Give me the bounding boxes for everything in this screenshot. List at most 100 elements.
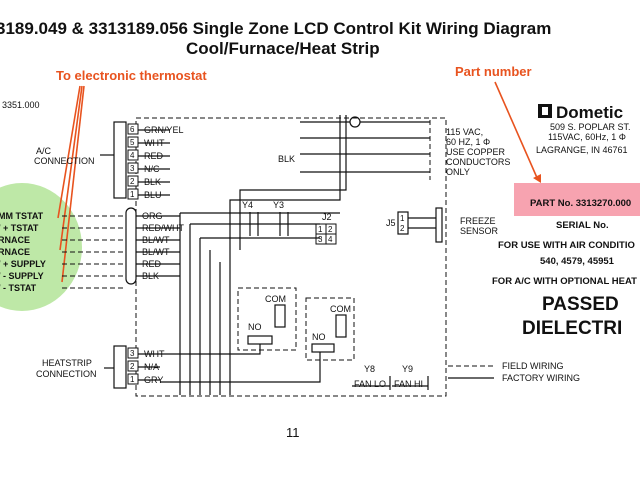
thermostat-wire-color: ORG (142, 211, 163, 221)
address-line-2: 115VAC, 60Hz, 1 Φ (548, 132, 626, 142)
heatstrip-pin-number: 1 (130, 375, 135, 384)
address-line-3: LAGRANGE, IN 46761 (536, 145, 628, 155)
page-number: 11 (286, 425, 300, 440)
relay-y8-label: Y8 (364, 364, 375, 374)
thermostat-arrow-3 (61, 85, 85, 283)
diagram-title: 3189.049 & 3313189.056 Single Zone LCD C… (0, 19, 551, 38)
dometic-logo (538, 104, 552, 118)
relay-y9-label: Y9 (402, 364, 413, 374)
relay-y3-label: Y3 (273, 200, 284, 210)
freeze-sensor-label: FREEZE (460, 216, 496, 226)
j5-connector (397, 211, 409, 235)
ac-pin-number: 1 (130, 190, 135, 199)
ac-wire-color: GRN/YEL (144, 125, 184, 135)
freeze-sensor-wires (408, 217, 436, 229)
ac-pin-number: 4 (130, 151, 135, 160)
power-wires (300, 137, 430, 173)
ac-wire-color: WHT (144, 138, 165, 148)
fan-lo-contact (352, 376, 391, 390)
ac-wire-color: BLK (144, 177, 161, 187)
heatstrip-pin-box (127, 347, 139, 359)
heatstrip-wire-color: GRY (144, 375, 163, 385)
fan-hi-contact (392, 376, 429, 390)
address-line-1: 509 S. POPLAR ST. (550, 122, 631, 132)
thermostat-arrow-2 (59, 85, 83, 251)
thermostat-wire-color: BL/WT (142, 235, 170, 245)
thermostat-highlight (0, 183, 82, 311)
j2-pin-box (325, 233, 337, 245)
legend-factory-wiring: FACTORY WIRING (502, 373, 580, 383)
part-number-arrow-head (533, 174, 541, 183)
ac-connector-body (113, 121, 127, 199)
thermostat-terminal-label: RNACE (0, 235, 30, 245)
fan-hi-label: FAN HI (394, 379, 423, 389)
power-line-5: ONLY (446, 167, 470, 177)
heatstrip-connector-body (113, 345, 127, 389)
heatstrip-pin-box (127, 360, 139, 372)
thermostat-terminal-label: RNACE (0, 247, 30, 257)
serial-number-label: SERIAL No. (556, 220, 609, 231)
power-blk-label: BLK (278, 154, 295, 164)
heatstrip-pin-box (127, 373, 139, 385)
use-with-line-2: 540, 4579, 45951 (540, 256, 615, 267)
relay-right-contact (311, 343, 335, 353)
ac-connection-label-2: CONNECTION (34, 156, 95, 166)
freeze-sensor-label-2: SENSOR (460, 226, 499, 236)
thermostat-terminal-label: / + TSTAT (0, 223, 39, 233)
j2-label: J2 (322, 212, 332, 222)
relay-right-no: NO (312, 332, 326, 342)
dielectric-label: DIELECTRI (522, 318, 622, 339)
power-line-4: CONDUCTORS (446, 157, 510, 167)
thermostat-connector-body (125, 207, 137, 285)
thermostat-annotation: To electronic thermostat (56, 68, 207, 83)
ac-wire-color: N/C (144, 164, 160, 174)
part-number-annotation: Part number (455, 64, 532, 79)
internal-wire-a (229, 115, 341, 395)
freeze-sensor-probe (435, 207, 443, 243)
internal-wire-b (239, 115, 347, 250)
heatstrip-label-2: CONNECTION (36, 369, 97, 379)
power-line-2: 60 HZ, 1 Φ (446, 137, 490, 147)
heatstrip-pin-number: 2 (130, 362, 135, 371)
diagram-subtitle: Cool/Furnace/Heat Strip (186, 39, 380, 58)
ac-pin-number: 2 (130, 177, 135, 186)
relay-box-left (237, 287, 297, 351)
heatstrip-internal-wires (160, 344, 321, 383)
part-number-arrow (494, 81, 539, 181)
ac-pin-number: 3 (130, 164, 135, 173)
j5-label: J5 (386, 218, 396, 228)
thermostat-terminal-label: / - SUPPLY (0, 271, 44, 281)
fan-lo-label: FAN LO (354, 379, 386, 389)
ac-wire-color: BLU (144, 190, 162, 200)
relay-box-right (305, 297, 355, 361)
power-line-1: 115 VAC, (446, 127, 483, 137)
use-with-line-3: FOR A/C WITH OPTIONAL HEAT (492, 276, 637, 287)
ac-wire-color: RED (144, 151, 164, 161)
ac-pin-box (127, 162, 139, 174)
relay-right-com: COM (330, 304, 351, 314)
ac-pin-box (127, 175, 139, 187)
passed-label: PASSED (542, 294, 619, 315)
j2-pin-number: 4 (328, 235, 333, 244)
thermostat-terminal-label: / + SUPPLY (0, 259, 46, 269)
relay-right-coil (335, 314, 347, 338)
legend-field-wiring: FIELD WIRING (502, 361, 564, 371)
part-number-highlight (514, 183, 640, 216)
ac-pin-box (127, 188, 139, 200)
part-number: PART No. 3313270.000 (530, 198, 631, 209)
thermostat-terminal-label: / - TSTAT (0, 283, 37, 293)
j2-pin-number: 2 (328, 225, 333, 234)
internal-bus-wires (179, 213, 221, 395)
power-line-3: USE COPPER (446, 147, 506, 157)
heatstrip-pin-number: 3 (130, 349, 135, 358)
thermostat-wire-color: BLK (142, 271, 159, 281)
thermostat-arrow-1 (57, 85, 81, 219)
ac-pin-box (127, 149, 139, 161)
relay-y4-label: Y4 (242, 200, 253, 210)
thermostat-wire-color: BL/WT (142, 247, 170, 257)
thermostat-wire-color: RED/WHT (142, 223, 184, 233)
j5-pin-1: 1 (400, 214, 405, 223)
internal-j2-wires (180, 212, 340, 239)
heatstrip-wire-color: N/A (144, 362, 159, 372)
ac-pin-number: 6 (130, 125, 135, 134)
